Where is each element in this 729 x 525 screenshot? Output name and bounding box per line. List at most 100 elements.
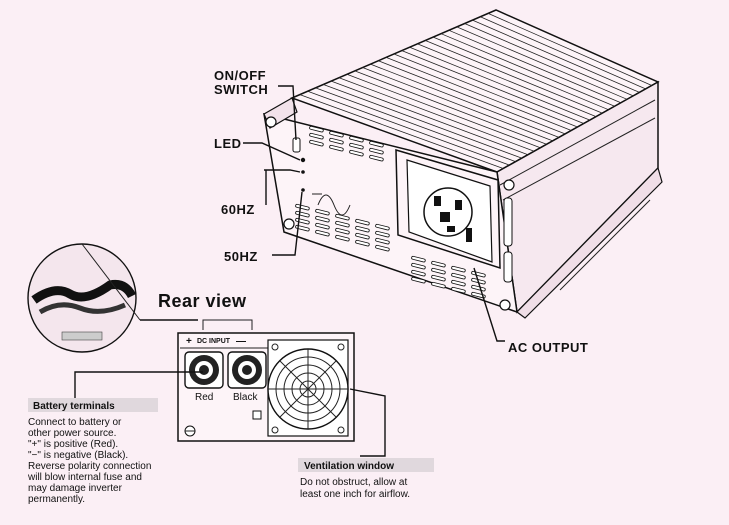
vent-leader — [349, 388, 386, 457]
fin-line — [393, 53, 578, 128]
fin-line — [480, 16, 646, 90]
vent-slot — [355, 225, 370, 233]
fin-line — [362, 67, 553, 142]
battery-terminals-title: Battery terminals — [33, 401, 115, 412]
50hz-label: 50HZ — [224, 249, 258, 264]
minus-symbol: — — [236, 336, 246, 347]
battery-line: may damage inverter — [28, 483, 123, 494]
battery-line: will blow internal fuse and — [27, 472, 142, 483]
vent-slot — [295, 203, 310, 211]
fin-line — [354, 70, 547, 145]
vent-slot — [335, 220, 350, 228]
vent-slot — [375, 230, 390, 238]
vent-slot — [315, 208, 330, 216]
vent-slot — [375, 244, 390, 252]
red-terminal — [184, 351, 224, 389]
vent-slot — [315, 215, 330, 223]
vent-slot — [355, 239, 370, 247]
vent-slot — [411, 255, 426, 263]
black-label: Black — [233, 392, 258, 403]
fin-line — [417, 43, 597, 117]
vent-slot — [411, 276, 426, 284]
vent-slot — [329, 130, 344, 138]
fin-line — [401, 50, 584, 124]
ac-output-label: AC OUTPUT — [508, 340, 588, 355]
vent-slot — [411, 262, 426, 270]
battery-terminals-note: Battery terminals Connect to battery or … — [27, 398, 158, 505]
vent-slot — [335, 227, 350, 235]
heatsink-fins — [299, 13, 652, 169]
vent-slot — [451, 265, 466, 273]
vent-slot — [451, 272, 466, 280]
vent-slot — [309, 125, 324, 133]
battery-line: Connect to battery or — [28, 417, 122, 428]
screws — [265, 116, 515, 311]
led-label: LED — [214, 136, 242, 151]
60hz-label: 60HZ — [221, 202, 255, 217]
ventilation-line: least one inch for airflow. — [300, 489, 410, 500]
battery-leader — [74, 371, 203, 398]
fin-line — [307, 90, 510, 166]
vent-slot — [471, 291, 486, 299]
fin-line — [456, 26, 628, 100]
fin-line — [433, 36, 609, 111]
battery-line: "+" is positive (Red). — [28, 439, 118, 450]
ventilation-window-title: Ventilation window — [304, 461, 394, 472]
vent-slot — [355, 218, 370, 226]
vent-slot — [335, 234, 350, 242]
vent-slot — [431, 274, 446, 282]
ac-outlet — [395, 148, 513, 283]
vent-slot — [369, 140, 384, 148]
on-off-label: ON/OFF — [214, 68, 266, 83]
vent-slot — [375, 237, 390, 245]
fin-line — [338, 77, 535, 152]
vent-slot — [375, 223, 390, 231]
inverter-body — [263, 9, 663, 319]
fin-line — [315, 87, 516, 162]
fin-line — [440, 33, 615, 107]
fin-line — [370, 63, 560, 138]
vent-slot — [471, 284, 486, 292]
vent-slot — [329, 144, 344, 152]
fin-line — [323, 84, 522, 159]
vent-slot — [431, 267, 446, 275]
vent-slot — [369, 154, 384, 162]
fin-line — [331, 80, 529, 156]
dc-input-label: DC INPUT — [197, 338, 231, 345]
fin-line — [425, 40, 603, 114]
vent-slot — [329, 137, 344, 145]
battery-line: permanently. — [28, 494, 85, 505]
ventilation-note: Ventilation window Do not obstruct, allo… — [298, 458, 434, 500]
vent-slot — [309, 132, 324, 140]
vent-slot — [431, 260, 446, 268]
callout-leaders — [243, 85, 505, 342]
rear-panel: + DC INPUT — Red Black — [177, 319, 355, 442]
plus-symbol: + — [186, 336, 192, 347]
fin-line — [409, 46, 591, 121]
vent-slot — [369, 147, 384, 155]
fin-line — [487, 13, 652, 86]
battery-line: other power source. — [28, 428, 116, 439]
sine-wave-icon — [317, 194, 351, 216]
fan-icon — [267, 339, 349, 437]
fin-line — [378, 60, 566, 135]
front-controls — [292, 137, 351, 216]
vent-slot — [355, 232, 370, 240]
vent-slot — [295, 224, 310, 232]
fin-line — [472, 19, 640, 93]
fin-line — [386, 57, 572, 131]
battery-line: "−" is negative (Black). — [28, 450, 128, 461]
vent-slot — [315, 222, 330, 230]
vent-slot — [451, 279, 466, 287]
vent-slot — [411, 269, 426, 277]
vent-slot — [451, 286, 466, 294]
vent-slot — [349, 135, 364, 143]
vent-slot — [431, 281, 446, 289]
vent-slot — [335, 213, 350, 221]
fin-line — [346, 73, 541, 149]
ground-screw-icon — [184, 425, 196, 437]
switch-label: SWITCH — [214, 82, 268, 97]
vent-slot — [349, 142, 364, 150]
